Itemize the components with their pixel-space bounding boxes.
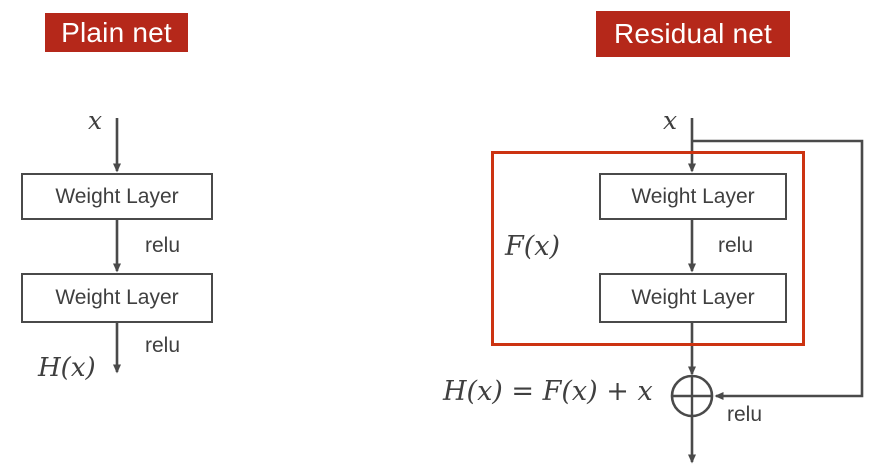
plain-relu-label-1: relu: [145, 234, 181, 257]
plain-relu-label-2: relu: [145, 334, 181, 357]
plain-weight-layer-1[interactable]: Weight Layer: [21, 173, 213, 220]
residual-relu-label-1: relu: [718, 234, 754, 257]
residual-net-title: Residual net: [596, 11, 790, 57]
residual-weight-layer-1[interactable]: Weight Layer: [599, 173, 787, 220]
plain-input-label: x: [88, 106, 103, 135]
residual-output-equation: H(x) = F(x) + x: [443, 376, 653, 407]
residual-net-connectors: [670, 118, 864, 464]
residual-input-label: x: [663, 106, 678, 135]
residual-relu-label-2: relu: [727, 403, 763, 426]
plain-net-title: Plain net: [45, 13, 188, 52]
skip-connection-path: [692, 139, 864, 400]
circled-plus-icon: [670, 374, 714, 418]
plain-weight-layer-2[interactable]: Weight Layer: [21, 273, 213, 323]
residual-function-label: F(x): [505, 231, 561, 262]
plain-output-label: H(x): [38, 353, 96, 383]
residual-weight-layer-2[interactable]: Weight Layer: [599, 273, 787, 323]
residual-function-box: [491, 151, 805, 346]
